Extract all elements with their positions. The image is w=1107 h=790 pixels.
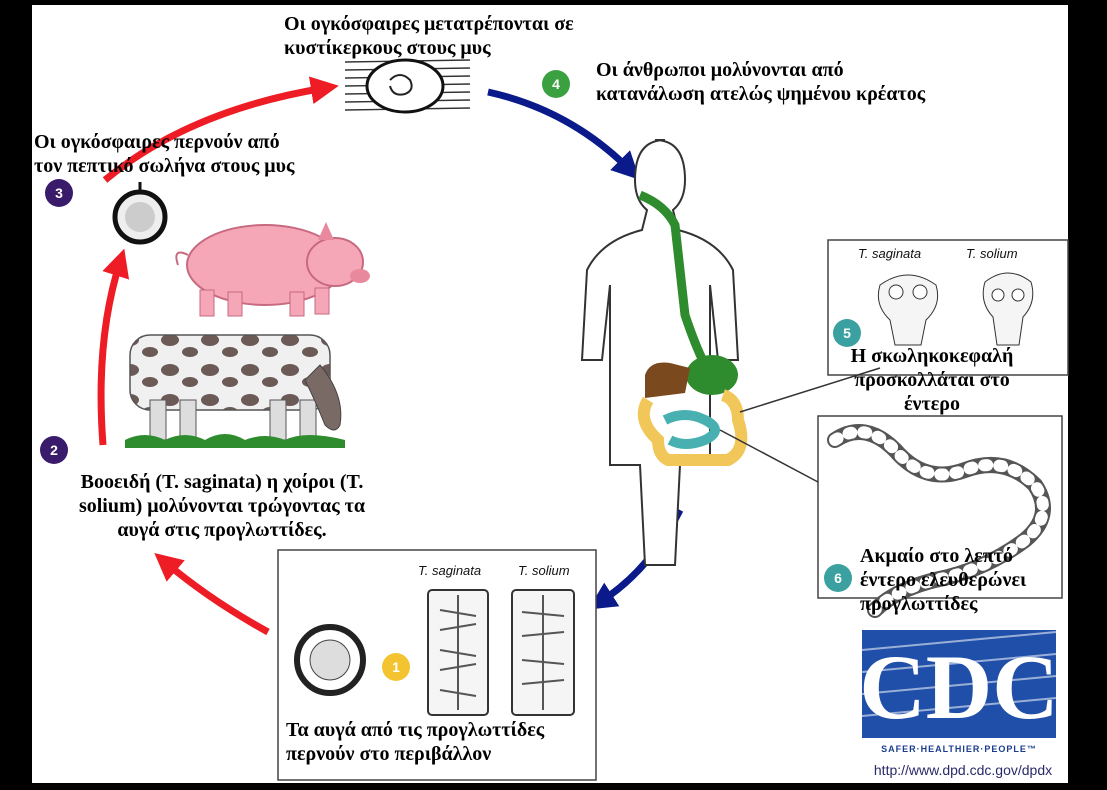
tapeworm-icon: [827, 424, 1051, 618]
svg-text:6: 6: [834, 570, 842, 586]
cow-icon: [125, 334, 345, 448]
arrow-4-to-human: [487, 88, 640, 180]
step-1-marker: 1: [382, 653, 410, 681]
proglottid-icon: [427, 589, 575, 716]
egg-proglottid-inset: T. saginata T. solium: [277, 549, 597, 781]
svg-text:2: 2: [50, 442, 58, 458]
step-2-marker: 2: [40, 436, 68, 464]
cysticercus-icon: [344, 58, 471, 114]
svg-text:1: 1: [392, 659, 400, 675]
adult-worm-inset: [817, 415, 1063, 618]
cdc-logo: CDC SAFER·HEALTHIER·PEOPLE™ http://www.d…: [859, 630, 1059, 778]
leader-line-6: [719, 429, 819, 483]
oncosphere-icon: [112, 182, 168, 245]
arrow-2-to-3: [97, 248, 130, 446]
inset-solium-label: T. solium: [966, 246, 1018, 261]
svg-text:4: 4: [552, 76, 560, 92]
scolex-icon: [877, 272, 1034, 346]
arrow-3-to-4: [102, 76, 339, 183]
svg-text:3: 3: [55, 185, 63, 201]
step-4-marker: 4: [542, 70, 570, 98]
step-markers: 1 2 3 4 5 6: [40, 70, 861, 681]
leader-line-5: [739, 367, 881, 413]
human-icon: [580, 139, 748, 566]
arrow-1-to-2: [154, 552, 270, 636]
inset1-solium-label: T. solium: [518, 563, 570, 578]
pig-icon: [175, 222, 370, 317]
egg-icon: [294, 624, 366, 696]
step-3-marker: 3: [45, 179, 73, 207]
inset-saginata-label: T. saginata: [858, 246, 921, 261]
inset1-saginata-label: T. saginata: [418, 563, 481, 578]
scolex-inset: T. saginata T. solium: [827, 239, 1069, 376]
cycle-arrows: [97, 76, 684, 636]
label-step2-animals: Βοοειδή (T. saginata) η χοίροι (T.solium…: [78, 471, 366, 541]
svg-text:5: 5: [843, 325, 851, 341]
step-5-marker: 5: [833, 319, 861, 347]
step-6-marker: 6: [824, 564, 852, 592]
cdc-logo-text: CDC: [859, 636, 1058, 738]
cdc-tagline: SAFER·HEALTHIER·PEOPLE™: [881, 744, 1037, 754]
source-url: http://www.dpd.cdc.gov/dpdx: [874, 762, 1052, 778]
